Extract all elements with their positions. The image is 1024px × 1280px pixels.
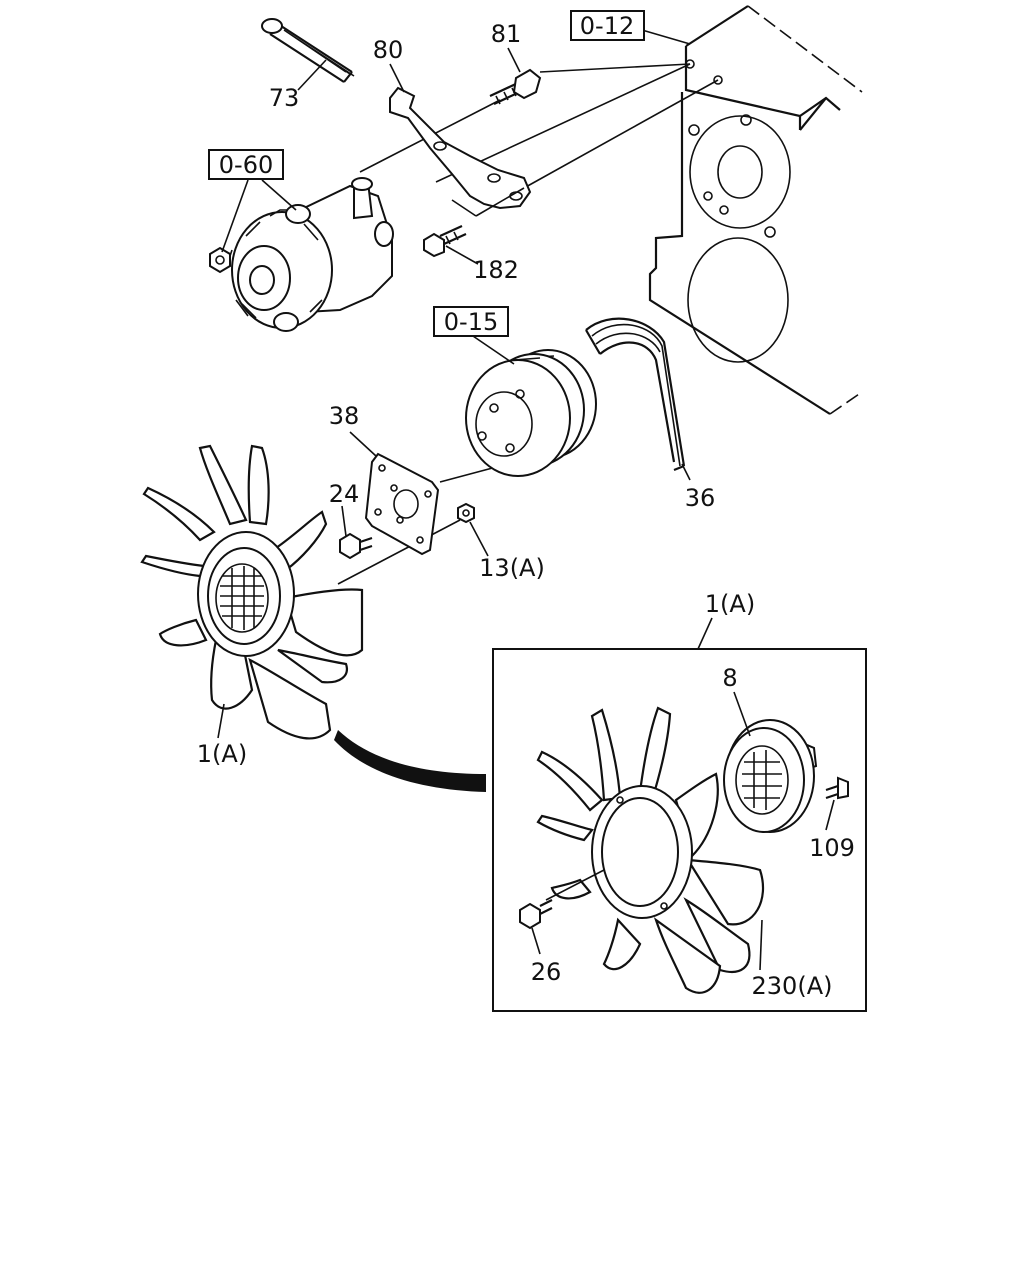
label-182: 182 bbox=[473, 256, 519, 284]
label-13a: 13(A) bbox=[479, 554, 545, 582]
leader-lines bbox=[217, 29, 835, 971]
detail-callout-arrow bbox=[334, 730, 486, 792]
engine-block bbox=[648, 5, 863, 415]
fan-assembly-main bbox=[140, 444, 364, 740]
bolt-24 bbox=[339, 532, 373, 560]
detail-box bbox=[492, 617, 867, 1012]
label-8: 8 bbox=[722, 664, 737, 692]
fan-belt-36 bbox=[585, 317, 686, 472]
bolt-109 bbox=[825, 776, 849, 800]
bolt-81 bbox=[489, 68, 542, 105]
bracket-80 bbox=[389, 86, 532, 217]
svg-text:0-60: 0-60 bbox=[219, 151, 273, 179]
bolt-26 bbox=[519, 899, 553, 930]
label-109: 109 bbox=[809, 834, 855, 862]
nut-13a bbox=[457, 502, 475, 524]
svg-text:0-12: 0-12 bbox=[580, 12, 634, 40]
label-24: 24 bbox=[329, 480, 360, 508]
bolt-73 bbox=[261, 18, 355, 83]
label-230a: 230(A) bbox=[752, 972, 833, 1000]
label-73: 73 bbox=[269, 84, 300, 112]
label-1a-main: 1(A) bbox=[197, 740, 247, 768]
fan-blades-230a bbox=[536, 706, 765, 994]
ref-box-0-15: 0-15 bbox=[433, 306, 509, 337]
label-80: 80 bbox=[373, 36, 404, 64]
label-36: 36 bbox=[685, 484, 716, 512]
spacer-plate-38 bbox=[364, 452, 440, 556]
label-38: 38 bbox=[329, 402, 360, 430]
fan-clutch-8 bbox=[723, 719, 818, 833]
label-1a-detail: 1(A) bbox=[705, 590, 755, 618]
svg-text:0-15: 0-15 bbox=[444, 308, 498, 336]
ref-box-0-12: 0-12 bbox=[570, 10, 645, 41]
label-81: 81 bbox=[491, 20, 522, 48]
power-steering-pump bbox=[209, 177, 394, 332]
ref-box-0-60: 0-60 bbox=[208, 149, 284, 180]
label-26: 26 bbox=[531, 958, 562, 986]
fan-pulley bbox=[465, 349, 597, 477]
bolt-182 bbox=[423, 224, 467, 258]
